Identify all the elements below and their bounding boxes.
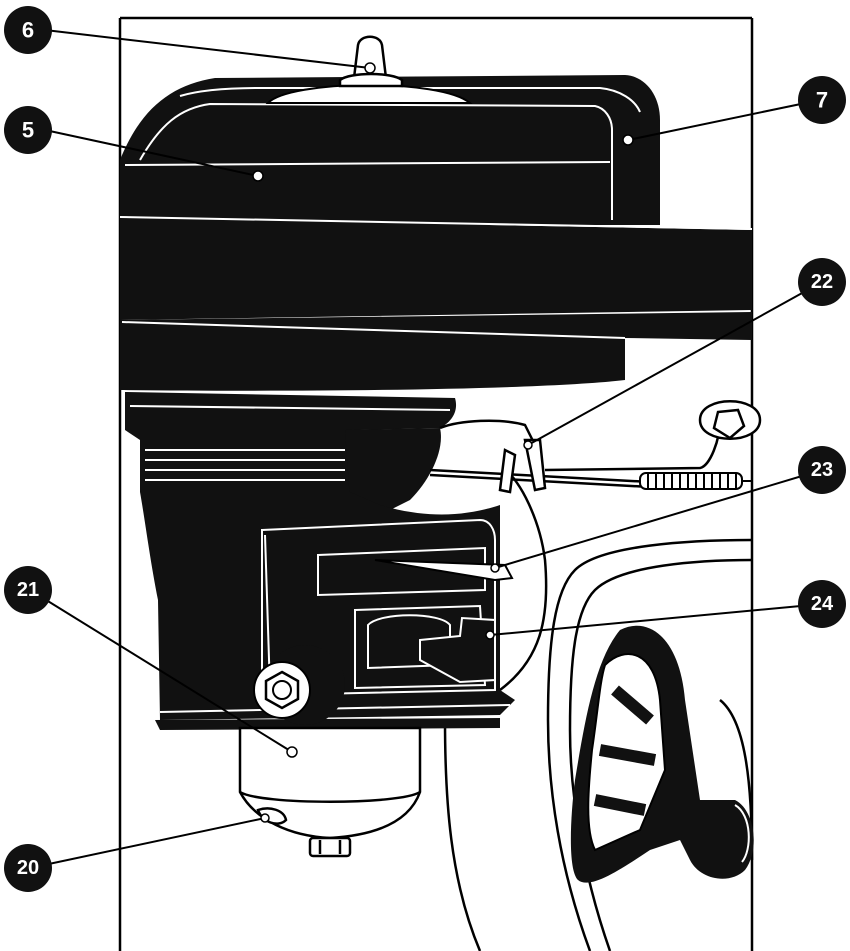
callout-6-label: 6 bbox=[22, 18, 34, 43]
leader-endpoints bbox=[252, 62, 634, 823]
recoil-starter-handle bbox=[570, 625, 754, 883]
callout-23: 23 bbox=[798, 446, 846, 494]
callout-5: 5 bbox=[4, 106, 52, 154]
engine-band bbox=[119, 216, 753, 391]
callout-20-label: 20 bbox=[17, 857, 39, 879]
callout-23-label: 23 bbox=[811, 459, 833, 481]
engine-housing-outline bbox=[443, 468, 754, 951]
leader-lines bbox=[29, 29, 823, 869]
governor-spring bbox=[639, 472, 752, 490]
fuel-bowl bbox=[238, 726, 422, 858]
throttle-linkage bbox=[429, 400, 762, 494]
callout-7: 7 bbox=[798, 76, 846, 124]
callout-21-label: 21 bbox=[17, 579, 39, 601]
air-filter-cover bbox=[120, 35, 660, 225]
callout-22-label: 22 bbox=[811, 271, 833, 293]
callout-7-label: 7 bbox=[816, 88, 828, 113]
mounting-bolt bbox=[253, 645, 345, 725]
callout-6: 6 bbox=[4, 6, 52, 54]
callout-24: 24 bbox=[798, 580, 846, 628]
callout-5-label: 5 bbox=[22, 118, 34, 143]
callout-21: 21 bbox=[4, 566, 52, 614]
callout-24-label: 24 bbox=[811, 593, 834, 615]
callout-22: 22 bbox=[798, 258, 846, 306]
callout-20: 20 bbox=[4, 844, 52, 892]
